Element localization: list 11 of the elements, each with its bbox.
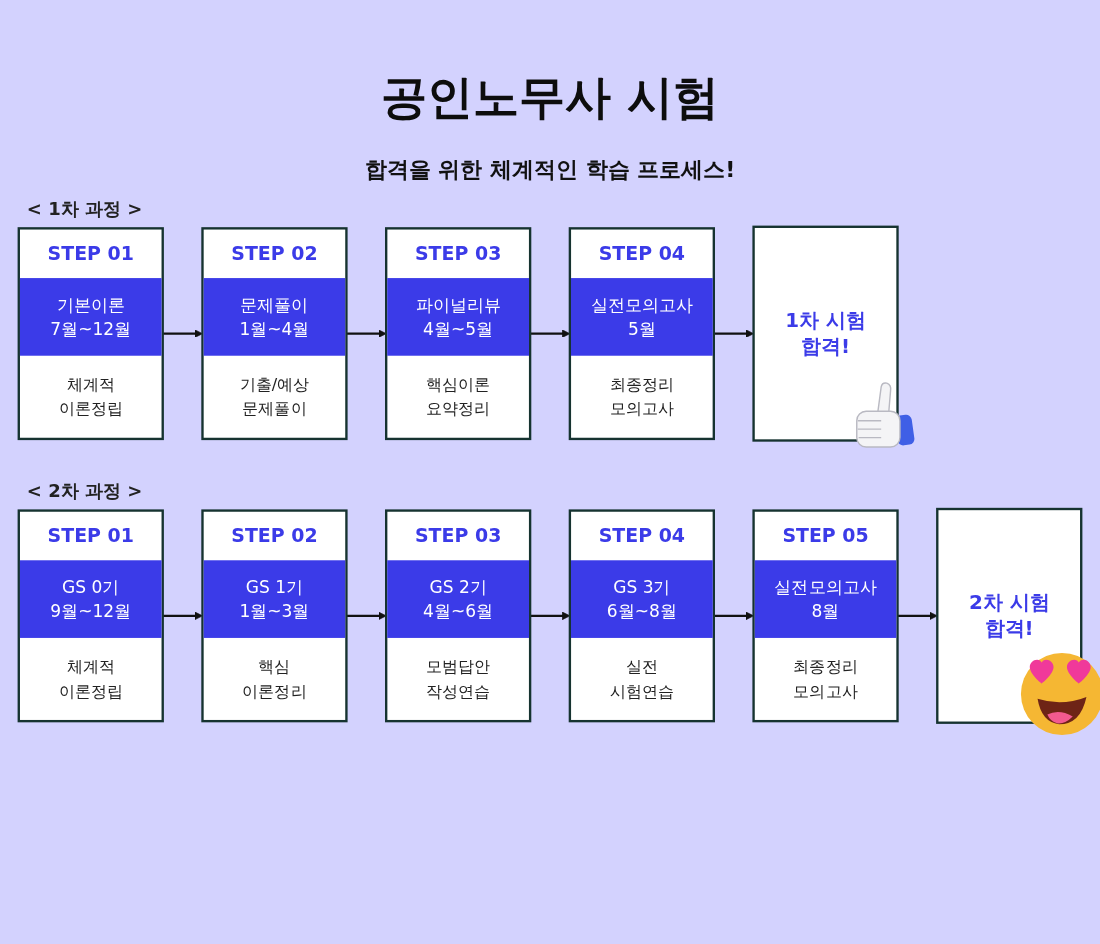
arrow bbox=[162, 611, 203, 621]
arrow bbox=[713, 329, 754, 338]
section-label: < 2차 과정 > bbox=[26, 478, 143, 503]
arrow bbox=[713, 611, 754, 621]
arrow bbox=[897, 611, 938, 621]
subtitle: 합격을 위한 체계적인 학습 프로세스! bbox=[364, 156, 736, 185]
arrow bbox=[162, 329, 203, 338]
arrow bbox=[346, 611, 387, 621]
arrow bbox=[346, 329, 387, 338]
title: 공인노무사 시험 bbox=[381, 70, 719, 126]
section-label: < 1차 과정 > bbox=[26, 196, 143, 221]
